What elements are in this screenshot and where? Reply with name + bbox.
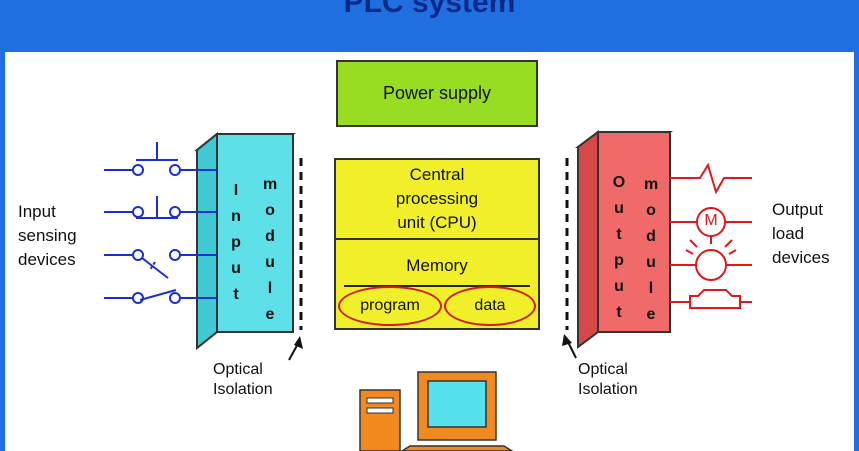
output-module-letter-2: u [614, 200, 624, 217]
program-label: program [360, 297, 420, 314]
input-switches [104, 142, 217, 304]
input-module-letter-11: e [265, 306, 275, 323]
input-module-letter-9: u [265, 254, 275, 271]
data-label: data [474, 297, 506, 314]
optical-isolation-left-line-1: Optical [213, 361, 263, 378]
output-module-letter-6: t [616, 304, 622, 321]
output-module-box [575, 130, 673, 349]
output-module-letter-3: t [616, 226, 622, 243]
output-module-letter-5: u [614, 278, 624, 295]
memory-divider [344, 285, 530, 287]
input-module-letter-5: t [233, 286, 239, 303]
power-supply-label: Power supply [382, 83, 492, 103]
input-module-letter-7: o [265, 202, 275, 219]
output-module-letter-10: u [646, 254, 656, 271]
output-devices-line-1: Output [772, 200, 824, 219]
cpu-box: Central processing unit (CPU) [334, 158, 540, 238]
input-module-box [194, 131, 296, 351]
output-module-letter-7: m [644, 176, 659, 193]
input-module-letter-1: I [233, 182, 239, 199]
input-module-letter-3: p [231, 234, 241, 251]
optical-isolation-right-line-1: Optical [578, 361, 628, 378]
input-devices-line-3: devices [18, 250, 76, 269]
output-module-letter-12: e [646, 306, 656, 323]
input-module-letter-2: n [231, 208, 241, 225]
output-module-letter-1: O [612, 174, 626, 191]
memory-label: Memory [406, 256, 468, 275]
input-module-letter-8: d [265, 228, 275, 245]
optical-isolation-label-left: Optical Isolation [213, 360, 273, 400]
program-oval: program [338, 286, 442, 326]
input-module-letter-10: l [267, 280, 273, 297]
input-devices-line-1: Input [18, 202, 56, 221]
output-devices-line-2: load [772, 224, 805, 243]
memory-box: Memory program data [334, 238, 540, 330]
optical-isolation-right-line-2: Isolation [578, 381, 638, 398]
output-devices-line-3: devices [772, 248, 830, 267]
title-bar: PLC system [0, 0, 859, 52]
input-devices-line-2: sensing [18, 226, 77, 245]
cpu-label-line-2: processing [395, 189, 479, 208]
computer-illustration [359, 371, 514, 451]
diagram-title: PLC system [343, 0, 516, 19]
power-supply-box: Power supply [336, 60, 538, 127]
output-devices-label: Output load devices [772, 198, 830, 270]
isolation-arrow-left [288, 336, 303, 361]
motor-symbol-label: M [704, 212, 718, 229]
cpu-label-line-3: unit (CPU) [397, 213, 477, 232]
input-devices-label: Input sensing devices [18, 200, 77, 272]
output-module-letter-8: o [646, 202, 656, 219]
input-module-letter-6: m [263, 176, 278, 193]
isolation-arrow-right [562, 334, 577, 359]
cpu-label-line-1: Central [409, 165, 465, 184]
input-module-letter-4: u [231, 260, 241, 277]
output-loads [670, 162, 752, 309]
output-module-letter-4: p [614, 252, 624, 269]
data-oval: data [444, 286, 536, 326]
output-module-letter-11: l [648, 280, 654, 297]
output-module-letter-9: d [646, 228, 656, 245]
optical-isolation-left-line-2: Isolation [213, 381, 273, 398]
optical-isolation-label-right: Optical Isolation [578, 360, 638, 400]
